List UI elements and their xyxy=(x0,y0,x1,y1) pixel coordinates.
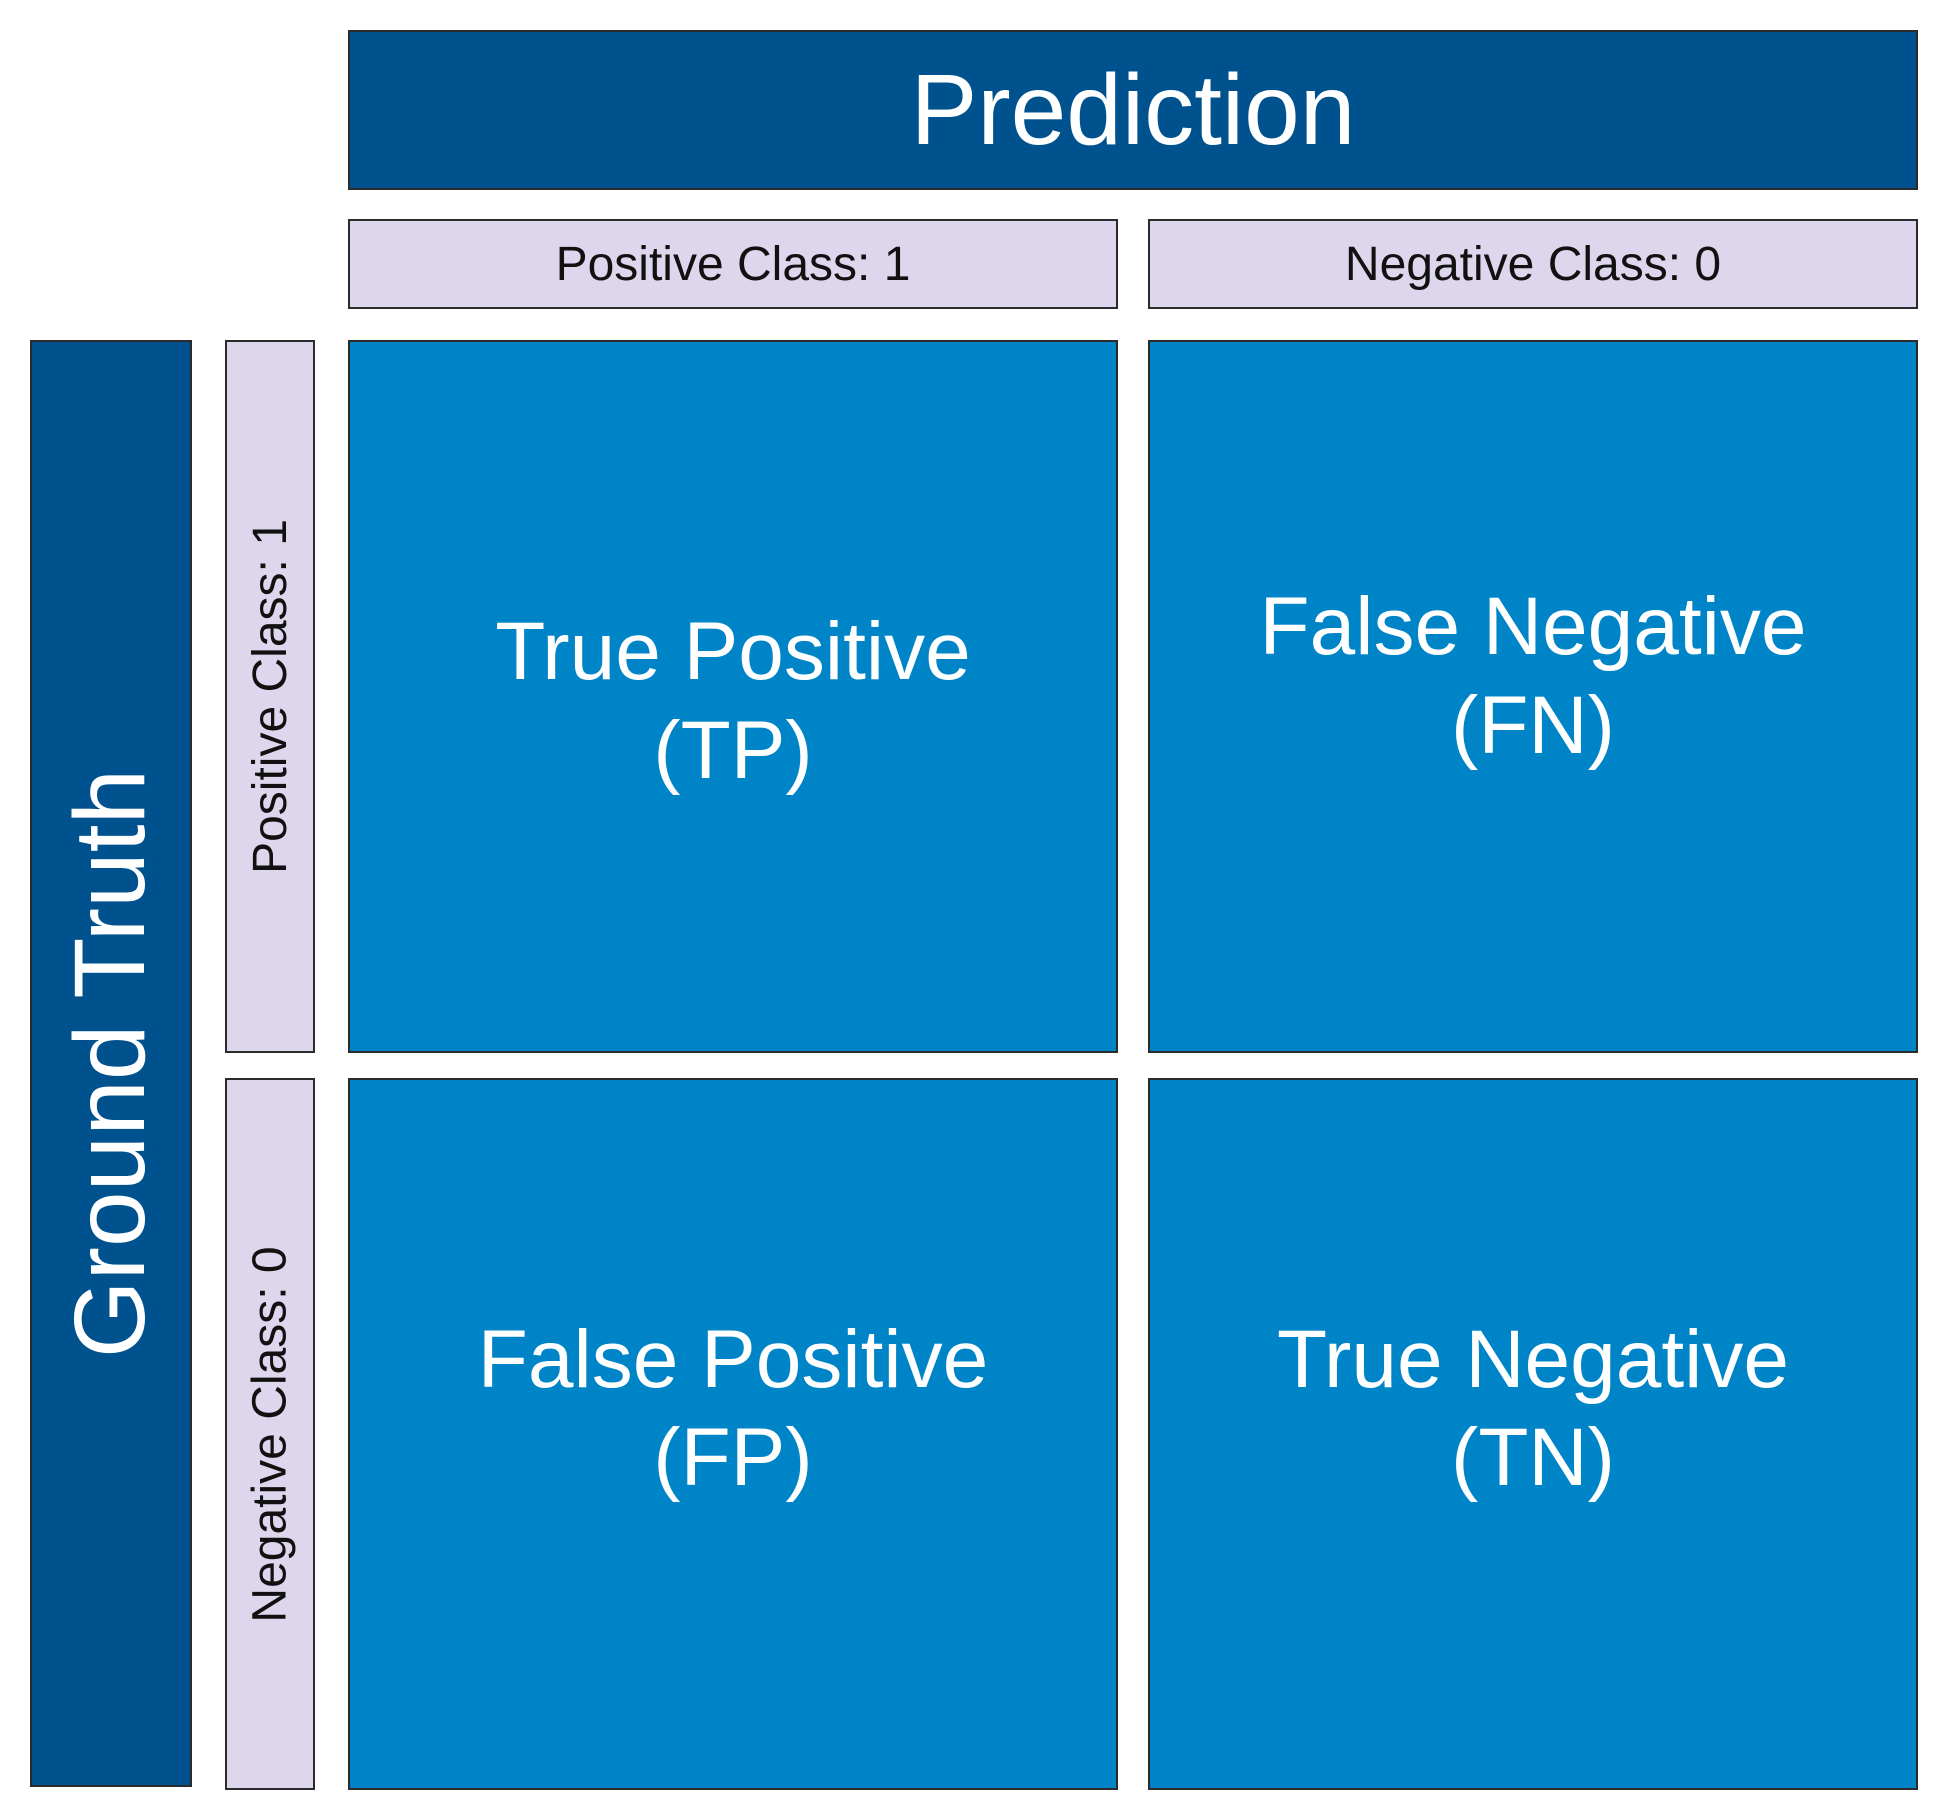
cell-false-positive-name: False Positive xyxy=(477,1313,989,1405)
truth-class-negative: Negative Class: 0 xyxy=(225,1078,315,1790)
prediction-class-negative-label: Negative Class: 0 xyxy=(1344,237,1722,291)
cell-true-negative-abbr: (TN) xyxy=(1451,1412,1615,1503)
cell-true-negative-name: True Negative xyxy=(1277,1313,1789,1405)
cell-true-positive-name: True Positive xyxy=(495,606,971,698)
cell-false-negative: False Negative (FN) xyxy=(1148,340,1918,1053)
cell-true-positive-abbr: (TP) xyxy=(653,704,813,796)
ground-truth-header: Ground Truth xyxy=(30,340,192,1787)
truth-class-positive-label: Positive Class: 1 xyxy=(243,519,297,874)
cell-true-positive-text: True Positive (TP) xyxy=(495,603,970,800)
cell-true-negative: True Negative (TN) xyxy=(1148,1078,1918,1790)
cell-true-positive: True Positive (TP) xyxy=(348,340,1118,1053)
prediction-class-negative: Negative Class: 0 xyxy=(1148,219,1918,309)
cell-true-negative-text: True Negative (TN) xyxy=(1277,1311,1789,1508)
prediction-class-positive: Positive Class: 1 xyxy=(348,219,1118,309)
cell-false-negative-text: False Negative (FN) xyxy=(1260,578,1807,775)
cell-false-positive-abbr: (FP) xyxy=(653,1412,813,1503)
prediction-header: Prediction xyxy=(348,30,1918,190)
ground-truth-title: Ground Truth xyxy=(54,768,167,1359)
cell-false-negative-abbr: (FN) xyxy=(1451,679,1615,771)
cell-false-positive: False Positive (FP) xyxy=(348,1078,1118,1790)
cell-false-negative-name: False Negative xyxy=(1259,581,1807,673)
prediction-class-positive-label: Positive Class: 1 xyxy=(555,237,911,291)
cell-false-positive-text: False Positive (FP) xyxy=(478,1311,988,1508)
truth-class-positive: Positive Class: 1 xyxy=(225,340,315,1053)
truth-class-negative-label: Negative Class: 0 xyxy=(243,1245,297,1623)
prediction-title: Prediction xyxy=(910,53,1356,166)
